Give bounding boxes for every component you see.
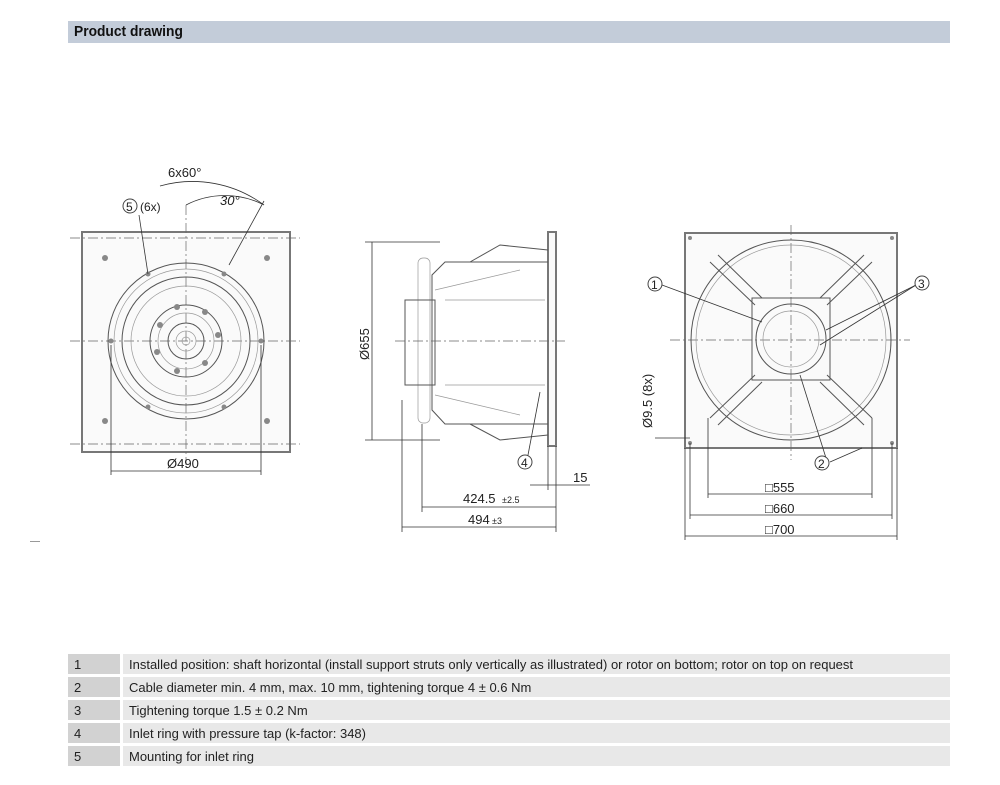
note-text: Installed position: shaft horizontal (in…: [123, 654, 950, 674]
note-number: 3: [68, 700, 123, 720]
dim-700-label: □700: [765, 522, 795, 537]
inlet-diameter-label: Ø490: [167, 456, 199, 471]
margin-mark: [30, 541, 40, 542]
side-view: Ø655 4 424.5 ±2.5 494 ±3 15: [357, 231, 590, 532]
callout-2: 2: [818, 457, 825, 471]
depth-1-tolerance: ±2.5: [502, 495, 519, 505]
angle-offset-label: 30°: [220, 193, 240, 208]
plate-thickness-label: 15: [573, 470, 587, 485]
fan-diameter-label: Ø655: [357, 328, 372, 360]
note-text: Cable diameter min. 4 mm, max. 10 mm, ti…: [123, 677, 950, 697]
depth-2-tolerance: ±3: [492, 516, 502, 526]
note-number: 2: [68, 677, 123, 697]
callout-4: 4: [521, 456, 528, 470]
note-text: Tightening torque 1.5 ± 0.2 Nm: [123, 700, 950, 720]
callout-5-qty: (6x): [140, 200, 161, 214]
section-header: Product drawing: [68, 21, 950, 43]
dim-555-label: □555: [765, 480, 795, 495]
rear-view: 1 3 2 Ø9.5 (8x) □555 □660 □700: [640, 225, 930, 540]
section-title: Product drawing: [74, 23, 183, 40]
callout-5: 5: [126, 200, 133, 214]
depth-2-label: 494: [468, 512, 490, 527]
note-number: 1: [68, 654, 123, 674]
dim-660-label: □660: [765, 501, 795, 516]
hole-diameter-label: Ø9.5 (8x): [640, 374, 655, 428]
front-view: 6x60° 30° 5 (6x) Ø490: [70, 165, 300, 475]
note-text: Inlet ring with pressure tap (k-factor: …: [123, 723, 950, 743]
depth-1-label: 424.5: [463, 491, 496, 506]
product-drawing: 6x60° 30° 5 (6x) Ø490 Ø655 4 424.5 ±2.5 …: [70, 165, 930, 540]
note-text: Mounting for inlet ring: [123, 746, 950, 766]
angle-pattern-label: 6x60°: [168, 165, 201, 180]
callout-3: 3: [918, 277, 925, 291]
note-number: 4: [68, 723, 123, 743]
callout-1: 1: [651, 278, 658, 292]
note-number: 5: [68, 746, 123, 766]
